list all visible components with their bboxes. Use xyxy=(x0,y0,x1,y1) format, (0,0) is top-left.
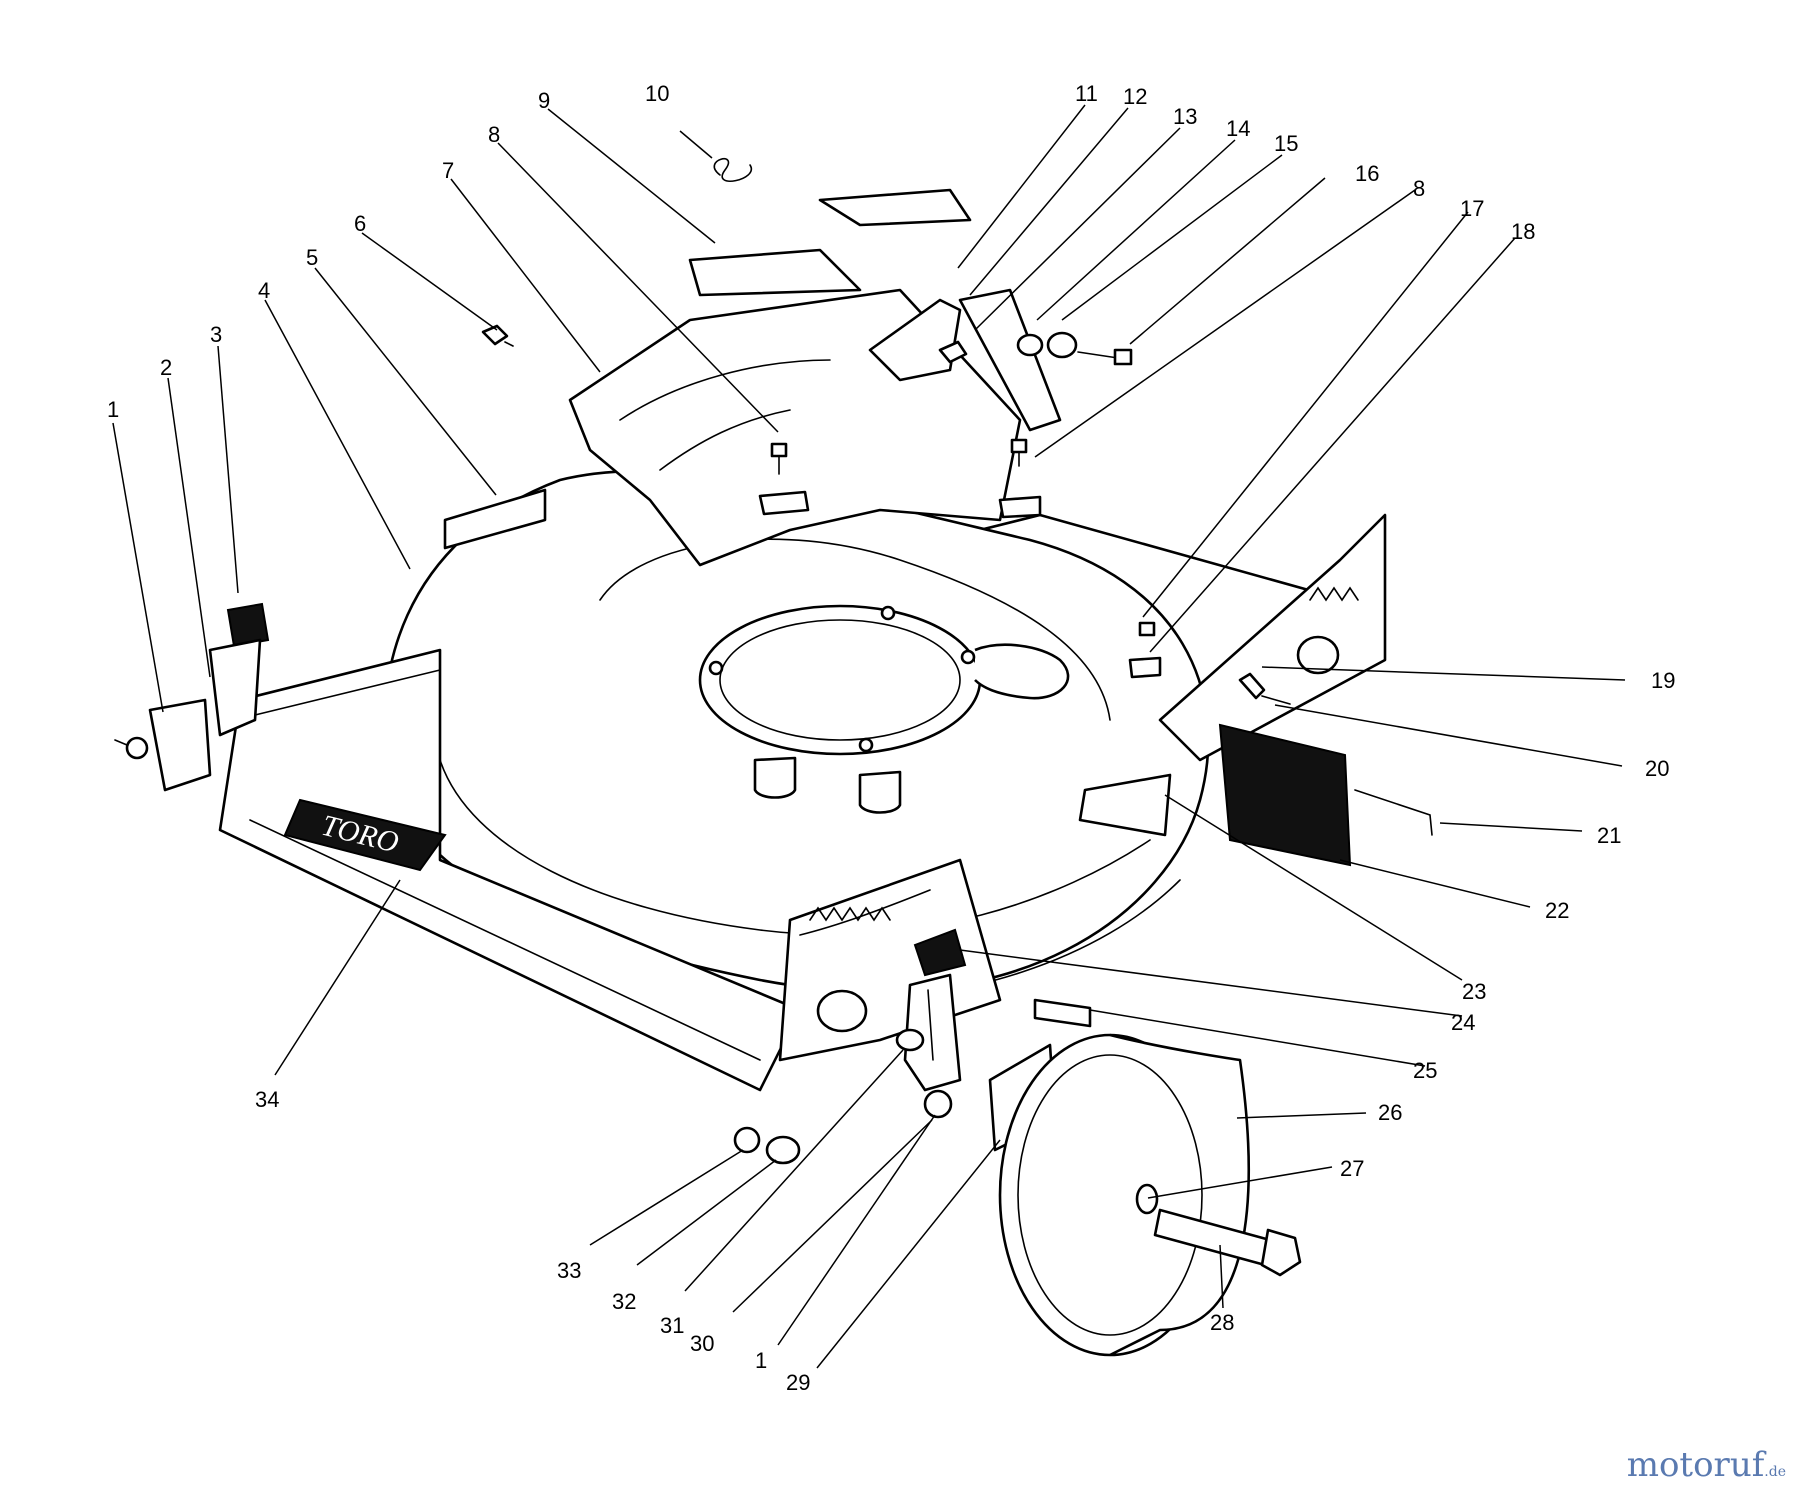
callout-34: 34 xyxy=(255,1087,279,1112)
mower-deck-housing xyxy=(218,469,1387,1092)
callout-6: 6 xyxy=(354,211,366,236)
callout-32: 32 xyxy=(612,1289,636,1314)
callout-23: 23 xyxy=(1462,979,1486,1004)
callout-28: 28 xyxy=(1210,1310,1234,1335)
callout-21: 21 xyxy=(1597,823,1621,848)
callout-7: 7 xyxy=(442,158,454,183)
callout-20: 20 xyxy=(1645,756,1669,781)
callout-27: 27 xyxy=(1340,1156,1364,1181)
callout-16: 16 xyxy=(1355,161,1379,186)
callout-12: 12 xyxy=(1123,84,1147,109)
callout-18: 18 xyxy=(1511,219,1535,244)
callout-1a: 1 xyxy=(107,397,119,422)
callout-15: 15 xyxy=(1274,131,1298,156)
callout-4: 4 xyxy=(258,278,270,303)
watermark: motoruf.de xyxy=(1627,1445,1786,1485)
callout-1b: 1 xyxy=(755,1348,767,1373)
watermark-text: motoruf xyxy=(1626,1445,1765,1485)
callout-17: 17 xyxy=(1460,196,1484,221)
callout-3: 3 xyxy=(210,322,222,347)
callout-5: 5 xyxy=(306,245,318,270)
callout-9: 9 xyxy=(538,88,550,113)
callout-33: 33 xyxy=(557,1258,581,1283)
callout-22: 22 xyxy=(1545,898,1569,923)
callout-2: 2 xyxy=(160,355,172,380)
callout-31: 31 xyxy=(660,1313,684,1338)
callout-13: 13 xyxy=(1173,104,1197,129)
wheel-assembly xyxy=(998,1033,1302,1357)
callout-19: 19 xyxy=(1651,668,1675,693)
callout-30: 30 xyxy=(690,1331,714,1356)
callout-11: 11 xyxy=(1075,81,1098,106)
callout-14: 14 xyxy=(1226,116,1250,141)
callout-10: 10 xyxy=(645,81,669,106)
watermark-suffix: .de xyxy=(1764,1464,1786,1480)
hinge-bracket xyxy=(868,288,1062,432)
callout-labels: 1 2 3 4 5 6 7 8 9 10 11 12 13 14 15 16 8… xyxy=(107,81,1675,1395)
callout-24: 24 xyxy=(1451,1010,1475,1035)
callout-8a: 8 xyxy=(488,122,500,147)
callout-leaders xyxy=(112,104,1626,1369)
callout-26: 26 xyxy=(1378,1100,1402,1125)
callout-25: 25 xyxy=(1413,1058,1437,1083)
callout-29: 29 xyxy=(786,1370,810,1395)
callout-8b: 8 xyxy=(1413,176,1425,201)
